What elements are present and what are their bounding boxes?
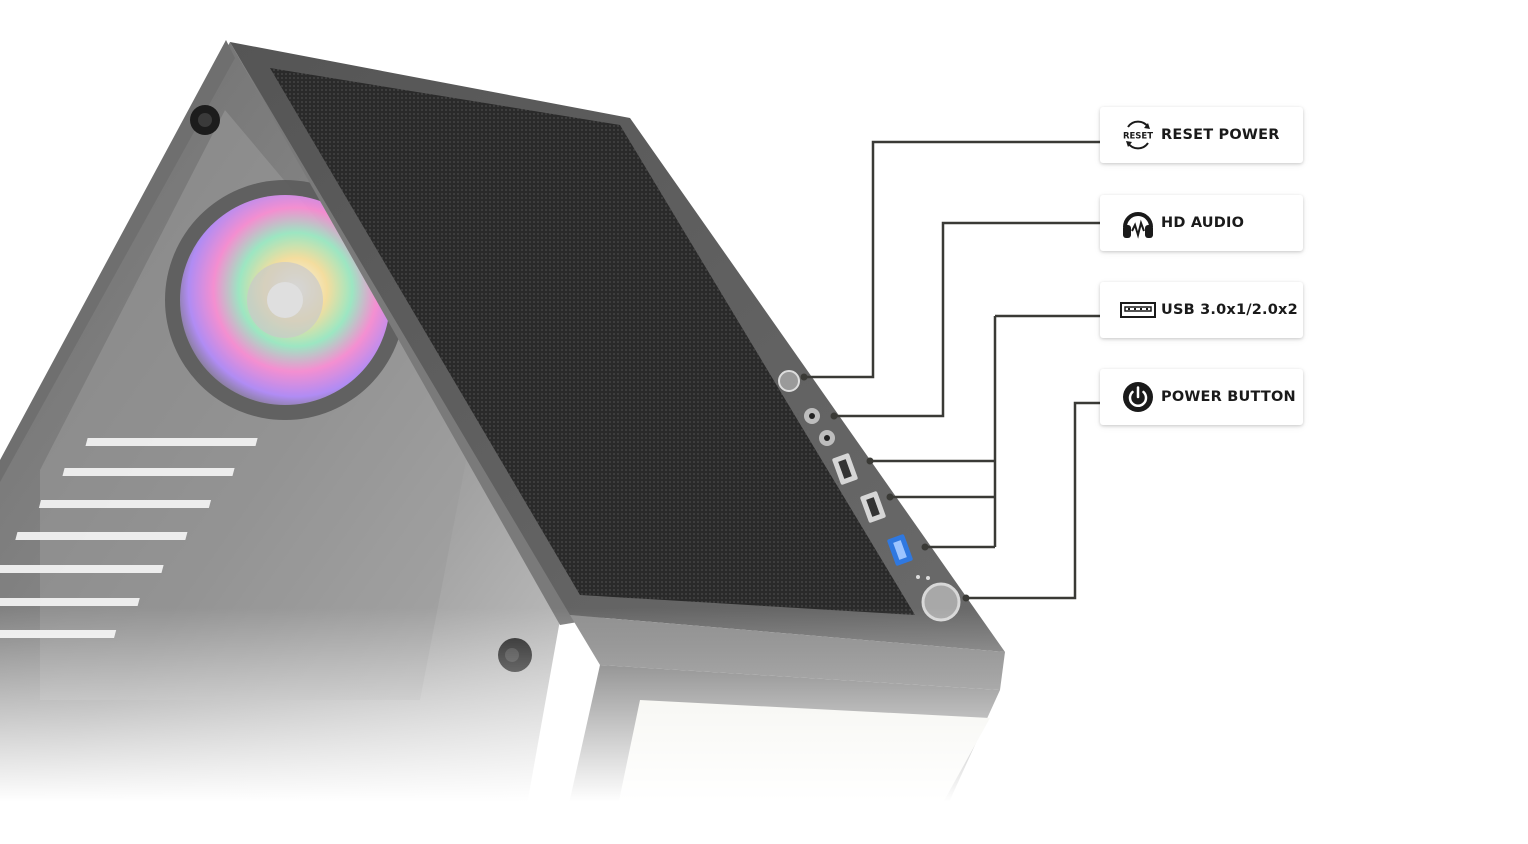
label-reset-power: RESET RESET POWER	[1100, 107, 1303, 163]
label-power-button: POWER BUTTON	[1100, 369, 1303, 425]
usb-port-icon	[1120, 292, 1156, 328]
label-text: HD AUDIO	[1161, 215, 1245, 231]
label-hd-audio: HD AUDIO	[1100, 195, 1303, 251]
headphones-icon	[1120, 205, 1156, 241]
leader-audio	[834, 221, 1100, 418]
label-usb: USB 3.0x1/2.0x2	[1100, 282, 1303, 338]
leader-power	[966, 401, 1100, 600]
label-text: POWER BUTTON	[1161, 389, 1296, 405]
leader-lines	[804, 140, 1100, 600]
power-icon	[1120, 379, 1156, 415]
reset-icon: RESET	[1120, 117, 1156, 153]
label-text: RESET POWER	[1161, 127, 1280, 143]
label-text: USB 3.0x1/2.0x2	[1161, 302, 1298, 318]
svg-text:RESET: RESET	[1123, 132, 1153, 142]
leader-reset	[804, 140, 1100, 379]
